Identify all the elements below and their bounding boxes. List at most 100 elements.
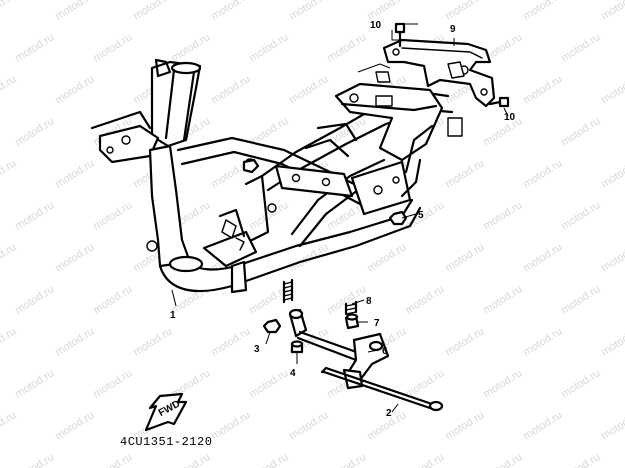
watermark-text: motod.ru [599, 157, 625, 190]
watermark-text: motod.ru [521, 73, 564, 106]
watermark-text: motod.ru [0, 157, 18, 190]
watermark-text: motod.ru [481, 367, 524, 400]
watermark-text: motod.ru [599, 325, 625, 358]
watermark-text: motod.ru [53, 409, 96, 442]
watermark-text: motod.ru [247, 451, 290, 468]
watermark-text: motod.ru [53, 325, 96, 358]
callout-2: 2 [386, 408, 392, 419]
callout-3: 3 [254, 344, 260, 355]
main-frame-part-1 [90, 58, 463, 294]
watermark-text: motod.ru [169, 451, 212, 468]
watermark-text: motod.ru [0, 241, 18, 274]
callout-10-top: 10 [370, 20, 382, 31]
watermark-text: motod.ru [443, 409, 486, 442]
watermark-text: motod.ru [287, 73, 330, 106]
watermark-text: motod.ru [131, 325, 174, 358]
watermark-text: motod.ru [209, 409, 252, 442]
watermark-text: motod.ru [403, 451, 446, 468]
spring-upper [282, 278, 294, 304]
watermark-text: motod.ru [13, 115, 56, 148]
watermark-text: motod.ru [559, 31, 602, 64]
callout-1: 1 [170, 310, 176, 321]
nut-part-3 [262, 318, 282, 334]
rear-bracket-part-9 [375, 38, 496, 108]
spacer-part-4 [290, 340, 304, 354]
watermark-text: motod.ru [0, 0, 18, 23]
watermark-text: motod.ru [481, 283, 524, 316]
pin-part-8 [344, 300, 358, 316]
watermark-text: motod.ru [559, 199, 602, 232]
bolt-part-10-top [394, 22, 406, 48]
watermark-text: motod.ru [325, 451, 368, 468]
watermark-text: motod.ru [559, 115, 602, 148]
watermark-text: motod.ru [559, 451, 602, 468]
watermark-text: motod.ru [53, 0, 96, 23]
watermark-text: motod.ru [521, 157, 564, 190]
watermark-text: motod.ru [91, 283, 134, 316]
watermark-text: motod.ru [209, 325, 252, 358]
watermark-text: motod.ru [521, 409, 564, 442]
watermark-text: motod.ru [481, 115, 524, 148]
callout-4: 4 [290, 368, 296, 379]
watermark-text: motod.ru [91, 199, 134, 232]
watermark-text: motod.ru [481, 199, 524, 232]
watermark-text: motod.ru [599, 0, 625, 23]
watermark-text: motod.ru [13, 367, 56, 400]
watermark-text: motod.ru [599, 409, 625, 442]
watermark-text: motod.ru [209, 73, 252, 106]
callout-9: 9 [450, 24, 456, 35]
watermark-text: motod.ru [325, 31, 368, 64]
watermark-text: motod.ru [599, 241, 625, 274]
watermark-text: motod.ru [13, 199, 56, 232]
callout-7: 7 [374, 318, 380, 329]
callout-6: 6 [382, 346, 388, 357]
nut-part-5 [388, 210, 408, 226]
watermark-text: motod.ru [599, 73, 625, 106]
watermark-text: motod.ru [287, 409, 330, 442]
bolt-part-10-right [488, 96, 510, 108]
watermark-text: motod.ru [13, 451, 56, 468]
watermark-text: motod.ru [209, 0, 252, 23]
watermark-text: motod.ru [443, 157, 486, 190]
watermark-text: motod.ru [0, 409, 18, 442]
spring-part-7 [344, 313, 360, 330]
watermark-text: motod.ru [13, 283, 56, 316]
callout-5: 5 [418, 210, 424, 221]
watermark-text: motod.ru [403, 283, 446, 316]
callout-labels: 10 9 10 5 1 3 4 6 7 8 2 [170, 20, 516, 419]
callout-10-right: 10 [504, 112, 516, 123]
watermark-text: motod.ru [247, 199, 290, 232]
watermark-text: motod.ru [287, 0, 330, 23]
watermark-text: motod.ru [0, 73, 18, 106]
watermark-text: motod.ru [91, 31, 134, 64]
watermark-text: motod.ru [247, 31, 290, 64]
watermark-text: motod.ru [247, 367, 290, 400]
watermark-text: motod.ru [443, 0, 486, 23]
watermark-text: motod.ru [0, 325, 18, 358]
leader-lines [171, 23, 509, 413]
watermark-text: motod.ru [443, 241, 486, 274]
watermark-text: motod.ru [169, 31, 212, 64]
forward-direction-arrow-icon: FWD [144, 392, 188, 432]
main-stand-part-6 [288, 308, 390, 390]
washer-left [242, 158, 260, 174]
watermark-text: motod.ru [131, 0, 174, 23]
watermark-text: motod.ru [53, 157, 96, 190]
watermark-text: motod.ru [443, 325, 486, 358]
watermark-text: motod.ru [521, 241, 564, 274]
watermark-text: motod.ru [13, 31, 56, 64]
watermark-text: motod.ru [521, 0, 564, 23]
watermark-text: motod.ru [365, 241, 408, 274]
watermark-text: motod.ru [521, 325, 564, 358]
watermark-text: motod.ru [559, 283, 602, 316]
pivot-shaft-part-2 [320, 366, 444, 412]
callout-8: 8 [366, 296, 372, 307]
watermark-text: motod.ru [559, 367, 602, 400]
watermark-text: motod.ru [481, 451, 524, 468]
watermark-text: motod.ru [91, 367, 134, 400]
watermark-text: motod.ru [91, 451, 134, 468]
catalog-code: 4CU1351-2120 [120, 435, 213, 449]
watermark-text: motod.ru [53, 241, 96, 274]
